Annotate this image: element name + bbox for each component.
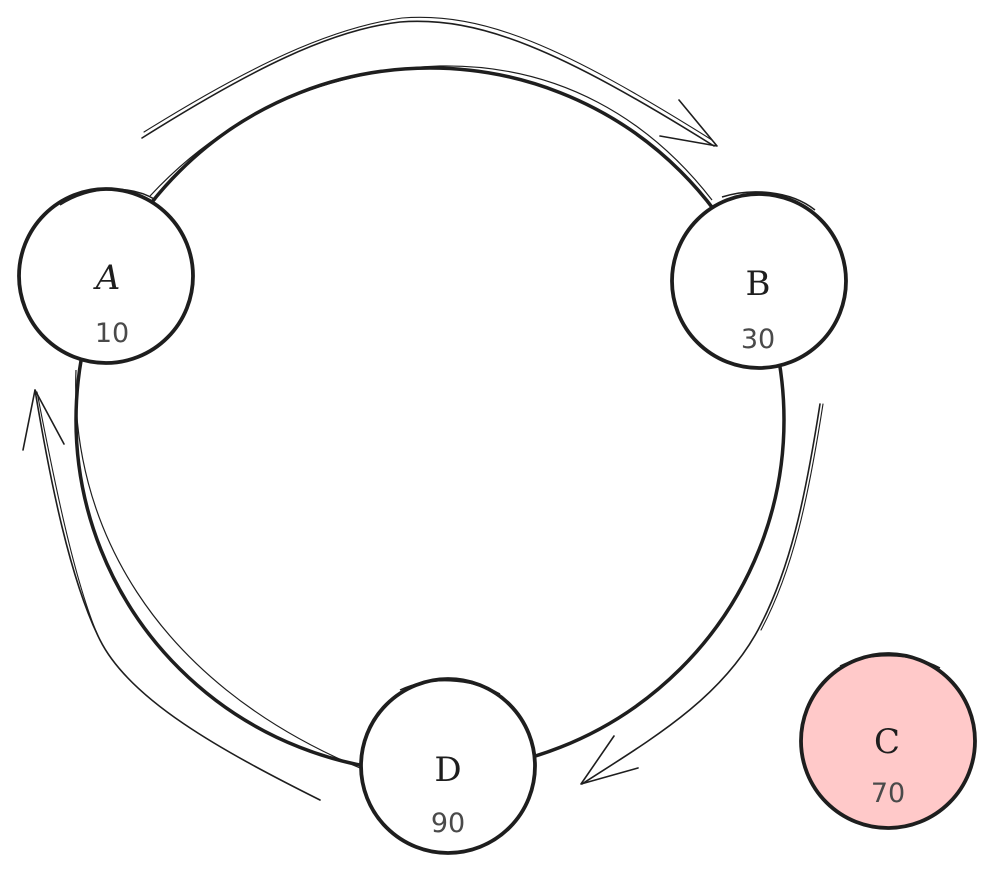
node-sketch-overstroke — [399, 679, 501, 695]
arrowhead-icon — [22, 389, 65, 451]
node-d[interactable]: D 90 — [359, 677, 537, 855]
arrowhead-icon — [659, 99, 718, 147]
node-b-label: B — [746, 264, 771, 304]
node-c[interactable]: C 70 — [799, 652, 977, 830]
node-b[interactable]: B 30 — [670, 191, 848, 370]
node-c-label: C — [874, 722, 900, 762]
node-a-value: 10 — [95, 318, 129, 349]
node-sketch-overstroke — [59, 188, 157, 206]
node-c-circle — [799, 652, 977, 830]
arrowhead-icon — [580, 735, 639, 785]
node-c-value: 70 — [871, 778, 905, 809]
node-sketch-overstroke — [839, 655, 941, 669]
node-sketch-overstroke — [721, 191, 816, 211]
node-a[interactable]: A 10 — [17, 187, 195, 365]
node-a-label: A — [93, 258, 121, 298]
ring-sketch-overstroke — [149, 65, 713, 201]
node-d-circle — [359, 677, 537, 855]
arrow-d-to-a — [22, 389, 321, 801]
hash-ring — [74, 65, 786, 774]
ring-sketch-overstroke — [75, 369, 361, 769]
node-d-label: D — [434, 750, 461, 790]
node-b-circle — [670, 192, 848, 370]
arrow-b-to-d — [580, 403, 824, 785]
node-d-value: 90 — [431, 808, 465, 839]
arrow-a-to-b — [141, 16, 718, 147]
node-b-value: 30 — [741, 324, 775, 355]
